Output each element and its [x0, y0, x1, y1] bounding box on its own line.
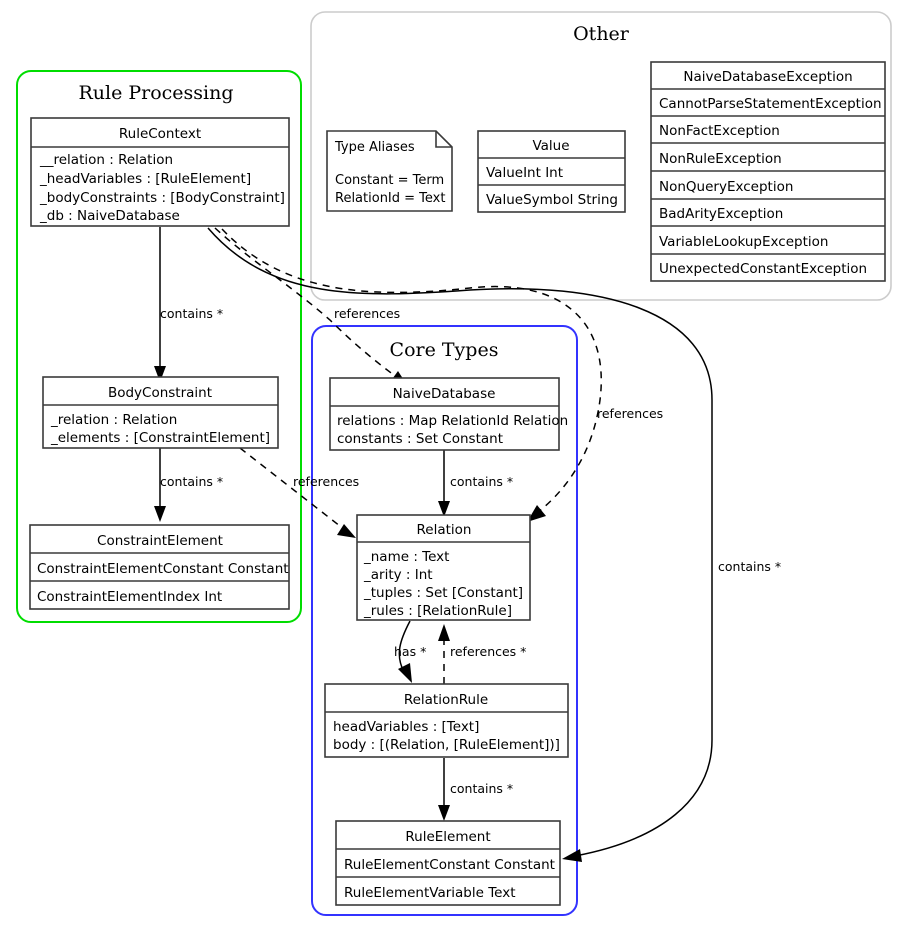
class-naive-database-attr-1: constants : Set Constant	[337, 431, 503, 447]
package-other-title: Other	[573, 23, 630, 45]
edge-label-contains-ruleelement: contains *	[718, 559, 781, 574]
class-relation-name: Relation	[417, 522, 472, 538]
edge-label-contains-constraintelement: contains *	[160, 474, 223, 489]
class-rule-context-attr-1: _headVariables : [RuleElement]	[39, 171, 251, 187]
class-rule-element-attr-1: RuleElementVariable Text	[344, 885, 516, 901]
class-rule-context-name: RuleContext	[119, 126, 201, 142]
class-relation-attr-0: _name : Text	[363, 549, 449, 565]
class-rule-context-attr-3: _db : NaiveDatabase	[39, 208, 180, 224]
class-rule-context-attr-2: _bodyConstraints : [BodyConstraint]	[39, 190, 285, 206]
arrowhead-constraintelement	[154, 506, 166, 522]
class-rule-element-frame	[335, 820, 561, 906]
class-relation-rule-frame	[324, 683, 569, 758]
class-exception-attr-2: NonRuleException	[659, 151, 782, 167]
class-constraint-element-frame	[29, 524, 290, 610]
edge-bodyconstraint-constraintelement: contains *	[154, 448, 223, 522]
class-relation-attr-2: _tuples : Set [Constant]	[363, 585, 523, 601]
class-rule-context-attr-0: __relation : Relation	[39, 152, 173, 168]
class-relation-rule-attr-0: headVariables : [Text]	[333, 719, 479, 735]
class-exception-attr-6: UnexpectedConstantException	[659, 261, 867, 277]
class-constraint-element-attr-0: ConstraintElementConstant Constant	[37, 561, 289, 577]
class-value[interactable]: Value ValueInt Int ValueSymbol String	[477, 130, 626, 213]
class-rule-element[interactable]: RuleElement RuleElementConstant Constant…	[335, 820, 561, 906]
class-relation-attr-3: _rules : [RelationRule]	[363, 603, 512, 619]
class-naive-database-exception[interactable]: NaiveDatabaseException CannotParseStatem…	[650, 61, 886, 282]
class-constraint-element-name: ConstraintElement	[97, 533, 223, 549]
edge-rulecontext-bodyconstraint: contains *	[154, 227, 223, 382]
class-relation-rule-attr-1: body : [(Relation, [RuleElement])]	[333, 737, 560, 753]
edge-rulecontext-relation: references	[221, 228, 663, 522]
class-value-attr-0: ValueInt Int	[486, 165, 563, 181]
note-fold-corner-icon	[435, 131, 452, 148]
arrowhead-relation-from-rulecontext	[527, 505, 546, 522]
class-rule-element-attr-0: RuleElementConstant Constant	[344, 857, 555, 873]
class-rule-element-name: RuleElement	[405, 829, 490, 845]
class-constraint-element-attr-1: ConstraintElementIndex Int	[37, 589, 222, 605]
edge-label-references-relation-rule: references *	[450, 644, 526, 659]
arrowhead-relation-from-bodyconstraint	[337, 524, 356, 538]
edge-relation-relationrule: has *	[394, 620, 426, 683]
note-type-aliases-line-0: Constant = Term	[335, 173, 444, 188]
package-core-types: Core Types	[311, 325, 578, 916]
edge-label-contains-ruleelement-rule: contains *	[450, 781, 513, 796]
arrowhead-relation-from-relationrule	[438, 624, 450, 641]
arrowhead-ruleelement-from-rulecontext	[562, 849, 582, 862]
class-value-name: Value	[532, 138, 569, 154]
class-naive-database-attr-0: relations : Map RelationId Relation	[337, 413, 568, 429]
class-value-attr-1: ValueSymbol String	[486, 192, 618, 208]
class-naive-database-exception-name: NaiveDatabaseException	[683, 69, 852, 85]
class-body-constraint-name: BodyConstraint	[108, 385, 212, 401]
edge-relationrule-relation: references *	[438, 624, 526, 684]
edge-label-references-relation: references	[597, 406, 663, 421]
arrowhead-relationrule	[398, 663, 412, 683]
arrowhead-bodyconstraint	[154, 366, 166, 382]
edge-label-has-relationrule: has *	[394, 644, 426, 659]
package-core-types-border	[311, 325, 578, 916]
class-exception-attr-1: NonFactException	[659, 123, 780, 139]
class-naive-database-name: NaiveDatabase	[393, 386, 496, 402]
note-type-aliases[interactable]: Type Aliases Constant = Term RelationId …	[326, 130, 453, 212]
class-naive-database[interactable]: NaiveDatabase relations : Map RelationId…	[329, 377, 568, 451]
edge-label-contains-relation: contains *	[450, 474, 513, 489]
class-relation-rule[interactable]: RelationRule headVariables : [Text] body…	[324, 683, 569, 758]
note-type-aliases-title: Type Aliases	[334, 140, 415, 155]
edge-rulecontext-ruleelement: contains *	[207, 227, 781, 862]
class-constraint-element[interactable]: ConstraintElement ConstraintElementConst…	[29, 524, 290, 610]
class-exception-attr-5: VariableLookupException	[659, 234, 828, 250]
edge-relationrule-ruleelement: contains *	[438, 758, 513, 821]
arrowhead-relation-from-naivedatabase	[438, 501, 450, 517]
class-naive-database-frame	[329, 377, 560, 451]
package-rule-processing-border	[16, 70, 302, 623]
edge-naivedatabase-relation: contains *	[438, 450, 513, 517]
class-exception-attr-4: BadArityException	[659, 206, 783, 222]
class-relation[interactable]: Relation _name : Text _arity : Int _tupl…	[356, 514, 531, 621]
edge-bodyconstraint-relation: references	[239, 447, 359, 538]
edge-label-references-from-bodyconstraint: references	[293, 474, 359, 489]
class-rule-context-frame	[30, 117, 290, 227]
class-relation-frame	[356, 514, 531, 621]
class-body-constraint[interactable]: BodyConstraint _relation : Relation _ele…	[42, 376, 279, 449]
class-rule-context[interactable]: RuleContext __relation : Relation _headV…	[30, 117, 290, 227]
class-body-constraint-attr-1: _elements : [ConstraintElement]	[50, 430, 270, 446]
class-body-constraint-frame	[42, 376, 279, 449]
class-value-frame	[477, 130, 626, 213]
note-type-aliases-line-1: RelationId = Text	[335, 191, 445, 206]
package-rule-processing: Rule Processing	[16, 70, 302, 623]
class-exception-attr-3: NonQueryException	[659, 179, 793, 195]
edge-label-references-naivedatabase: references	[334, 306, 400, 321]
arrowhead-ruleelement	[438, 805, 450, 821]
class-body-constraint-attr-0: _relation : Relation	[50, 412, 177, 428]
note-type-aliases-frame	[326, 130, 453, 212]
class-relation-attr-1: _arity : Int	[363, 567, 433, 583]
edge-label-contains-bodyconstraint: contains *	[160, 306, 223, 321]
class-relation-rule-name: RelationRule	[404, 692, 488, 708]
package-rule-processing-title: Rule Processing	[78, 82, 233, 104]
class-exception-attr-0: CannotParseStatementException	[659, 96, 882, 112]
package-core-types-title: Core Types	[390, 339, 499, 361]
